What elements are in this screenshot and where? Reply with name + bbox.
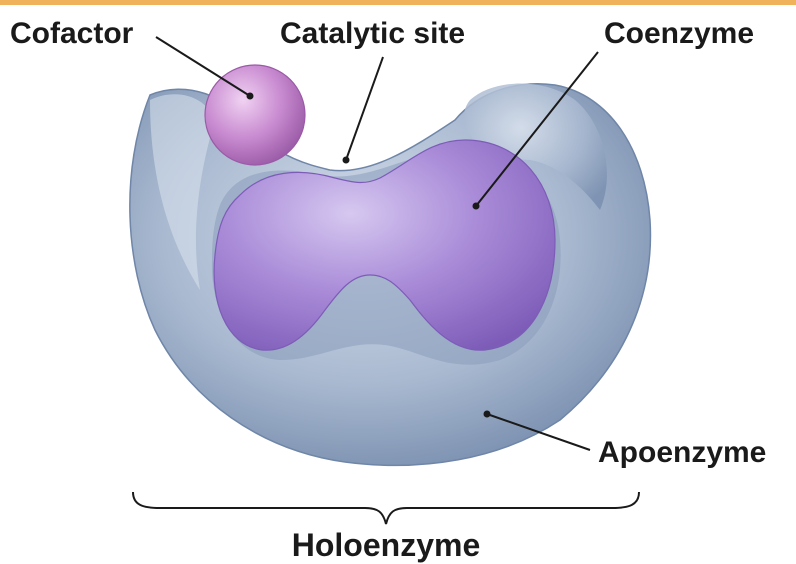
- label-holoenzyme: Holoenzyme: [292, 527, 480, 563]
- label-cofactor: Cofactor: [10, 17, 134, 50]
- cofactor-leader: [156, 37, 250, 96]
- apoenzyme-pointer-dot: [484, 411, 491, 418]
- holoenzyme-brace: [133, 492, 639, 524]
- cofactor-pointer-dot: [247, 93, 254, 100]
- cofactor-shape: [205, 65, 305, 165]
- catalytic-site-leader: [346, 57, 383, 160]
- label-coenzyme: Coenzyme: [604, 17, 754, 50]
- top-rule: [0, 0, 796, 5]
- label-catalytic-site: Catalytic site: [280, 17, 465, 50]
- catalytic-site-pointer-dot: [343, 157, 350, 164]
- label-apoenzyme: Apoenzyme: [598, 436, 766, 469]
- coenzyme-pointer-dot: [473, 203, 480, 210]
